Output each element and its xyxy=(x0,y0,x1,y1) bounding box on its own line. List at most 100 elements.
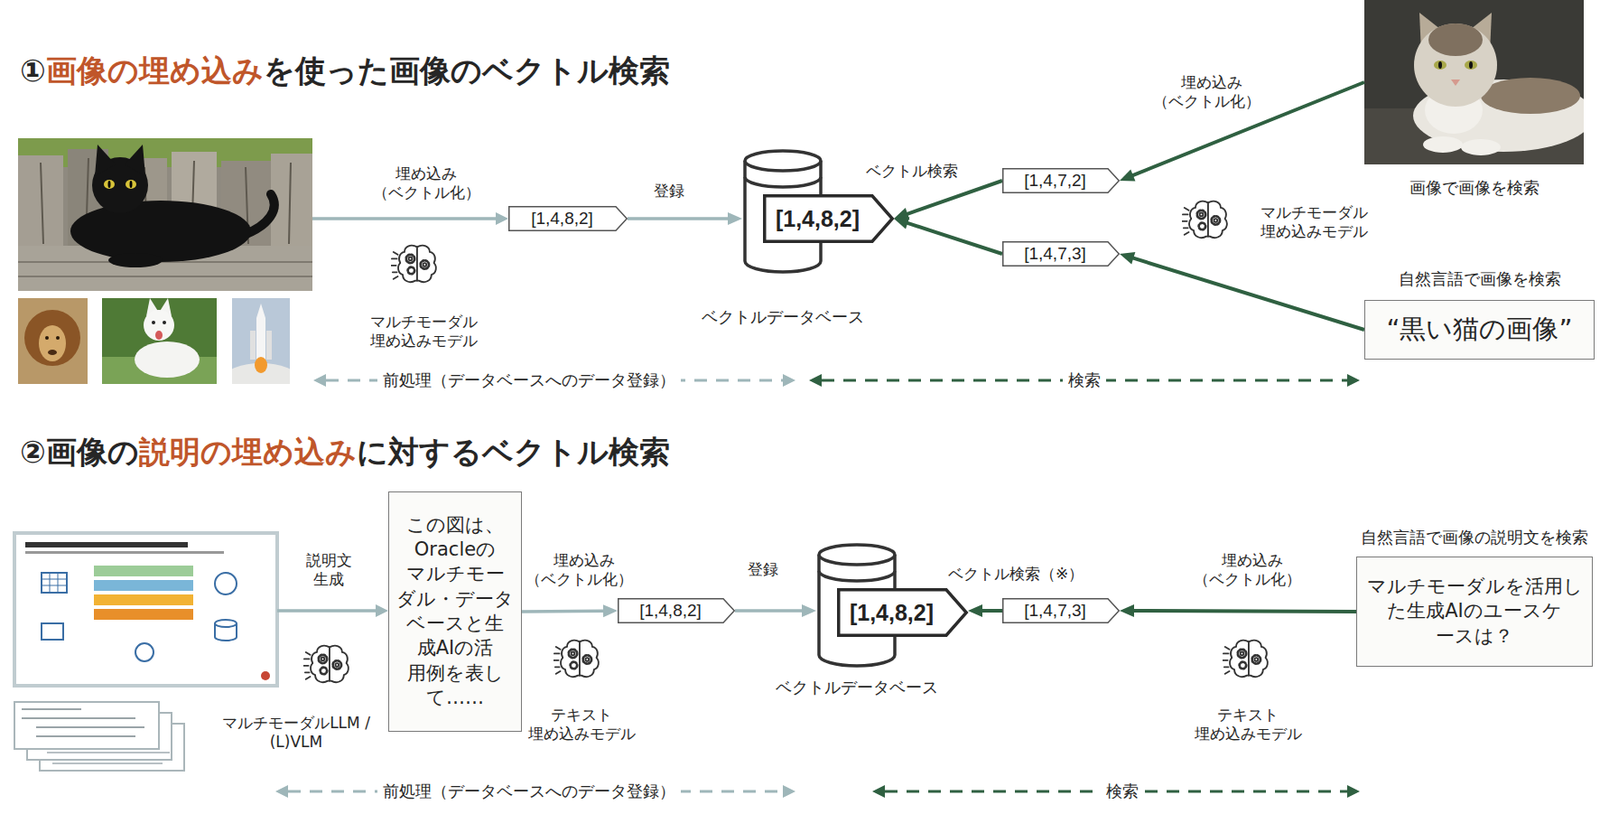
slide-thumbnail-part xyxy=(14,701,159,749)
slide-thumbnail-part xyxy=(25,541,188,548)
black-cat-photo-part xyxy=(108,180,112,188)
box-text: マルチモーダルを活用し た生成AIのユースケ ースは？ xyxy=(1365,574,1584,649)
tag-text: [1,4,7,3] xyxy=(1023,600,1087,621)
flow-line-part xyxy=(312,216,496,221)
vector-tag: [1,4,7,3] xyxy=(1002,241,1120,267)
cylinder-top xyxy=(744,150,821,171)
box-text: この図は、 Oracleの マルチモー ダル・データ ベースと生 成AIの活 用… xyxy=(394,512,516,710)
vector-tag: [1,4,7,3] xyxy=(1002,597,1120,624)
caption-holder: ベクトルデータベース xyxy=(721,676,993,698)
tag-shape xyxy=(838,589,968,636)
tag-shape xyxy=(618,598,735,624)
label-holder: 前処理（データベースへのデータ登録） xyxy=(377,370,681,391)
tabby-cat-photo-part xyxy=(1464,60,1478,70)
connector-line xyxy=(906,223,1003,254)
slide-thumbnail-part xyxy=(93,608,194,620)
lion-photo-part xyxy=(55,335,60,340)
connector-line xyxy=(521,608,605,613)
lion-photo-part xyxy=(24,309,81,366)
connector xyxy=(893,216,1003,254)
heading-holder: 自然言語で画像の説明文を検索 xyxy=(1284,526,1600,549)
box-heading: 自然言語で画像を検索 xyxy=(1398,269,1562,289)
section-heading: ②画像の説明の埋め込みに対するベクトル検索 xyxy=(19,433,670,471)
flow-line-part xyxy=(495,212,509,225)
caption-holder: 画像で画像を検索 xyxy=(1364,176,1584,199)
slide-thumbnail-part xyxy=(135,642,154,661)
rocket-photo xyxy=(232,297,290,384)
black-cat-photo-part xyxy=(103,179,115,189)
tag-text: [1,4,7,2] xyxy=(1023,170,1087,191)
label-holder: 説明文 生成 xyxy=(301,550,356,590)
cylinder-band xyxy=(818,570,895,581)
label-holder: 登録 xyxy=(742,559,784,579)
connector-line xyxy=(734,608,803,613)
slide-thumbnail-part xyxy=(214,572,237,595)
brain-icon-part xyxy=(390,245,437,282)
slide-thumbnail-part xyxy=(93,594,194,605)
black-cat-photo-part xyxy=(108,252,163,268)
black-cat-photo-part xyxy=(94,144,116,177)
tag-text: [1,4,8,2] xyxy=(849,599,934,626)
flow-line-part xyxy=(375,604,389,617)
connector-line xyxy=(906,180,1003,214)
label-holder: 検索 xyxy=(1100,781,1145,802)
rocket-photo-part xyxy=(256,317,266,360)
slide-thumbnail-part xyxy=(41,572,67,593)
edge-label: 埋め込み （ベクトル化） xyxy=(525,550,639,588)
step-label: 説明文 生成 xyxy=(306,550,353,588)
slide-thumbnail-part xyxy=(260,670,270,680)
caption-holder: ベクトルデータベース xyxy=(647,306,919,328)
dog-photo-part xyxy=(155,330,163,340)
arrowhead xyxy=(727,212,743,225)
label-holder: マルチモーダル 埋め込みモデル xyxy=(1255,203,1372,242)
black-cat-photo-part xyxy=(125,179,137,189)
dog-photo-part xyxy=(162,320,167,325)
slide-thumbnail-part xyxy=(93,579,194,591)
phase-label: 前処理（データベースへのデータ登録） xyxy=(377,370,681,390)
brain-icon-part xyxy=(303,645,349,682)
rocket-photo-part xyxy=(256,303,266,318)
connector-line xyxy=(981,608,1003,613)
heading-text: ① xyxy=(19,52,47,89)
model-label: マルチモーダルLLM / (L)VLM xyxy=(222,713,371,751)
brain-icon-part xyxy=(1222,640,1268,677)
tag-text: [1,4,8,2] xyxy=(530,208,594,229)
tabby-cat-photo-part xyxy=(1438,61,1442,69)
slide-thumbnail-part xyxy=(214,619,237,627)
rocket-photo-part xyxy=(254,356,268,373)
heading-text: ②画像の xyxy=(19,433,140,470)
label-holder: ベクトル検索 xyxy=(860,161,964,181)
model-label: テキスト 埋め込みモデル xyxy=(528,705,636,743)
phase-label: 検索 xyxy=(1100,781,1145,800)
query-photo: 画像で画像を検索 xyxy=(1364,0,1584,165)
slide-thumbnail-part xyxy=(25,550,224,554)
slide-thumbnail xyxy=(14,532,278,771)
heading-text: を使った画像のベクトル検索 xyxy=(263,52,670,89)
arrowhead xyxy=(603,604,618,617)
slide-thumbnail-part xyxy=(214,623,237,641)
text-box: 自然言語で画像の説明文を検索マルチモーダルを活用し た生成AIのユースケ ースは… xyxy=(1356,556,1593,667)
label-holder: 埋め込み （ベクトル化） xyxy=(368,164,484,204)
edge-label: 登録 xyxy=(742,559,784,578)
arrowhead xyxy=(801,604,817,617)
slide-thumbnail-part xyxy=(21,708,145,736)
black-cat-photo xyxy=(18,138,313,291)
edge-label: 埋め込み （ベクトル化） xyxy=(1153,73,1266,111)
lion-photo-part xyxy=(47,349,57,355)
black-cat-photo-part xyxy=(70,200,252,262)
connector xyxy=(1119,251,1365,330)
edge-label: 埋め込み （ベクトル化） xyxy=(1193,550,1307,588)
tag-shape xyxy=(509,206,628,232)
label-holder: 埋め込み （ベクトル化） xyxy=(1151,73,1267,112)
label-holder: ベクトル検索（※） xyxy=(942,564,1089,584)
lion-photo-part xyxy=(38,325,66,362)
label-holder: 埋め込み （ベクトル化） xyxy=(523,550,640,590)
brain-icon-part xyxy=(553,640,599,677)
label-holder: 登録 xyxy=(648,181,690,201)
heading-highlight: 画像の埋め込み xyxy=(46,52,264,89)
connector xyxy=(967,604,1003,617)
label-holder: マルチモーダル 埋め込みモデル xyxy=(365,312,482,352)
flow-line-part xyxy=(277,608,376,613)
step-label: 埋め込み （ベクトル化） xyxy=(372,164,481,202)
dog-photo-part xyxy=(143,309,175,341)
